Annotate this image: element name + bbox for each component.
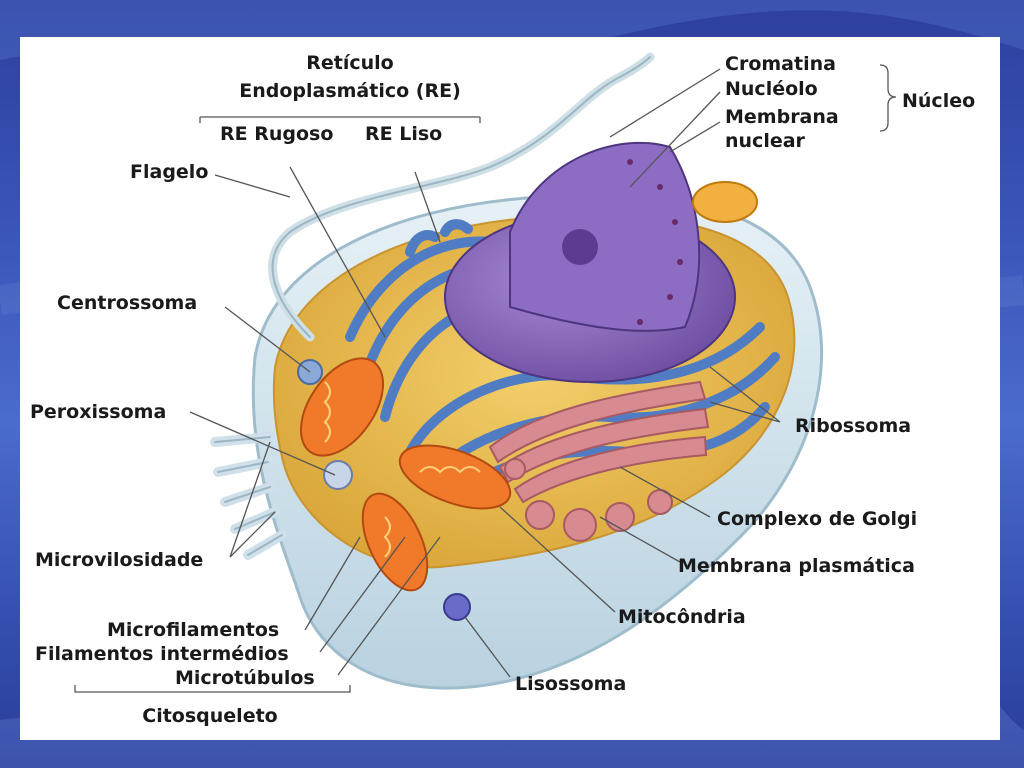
- label-ribossoma: Ribossoma: [795, 415, 912, 437]
- label-reticulo: Retículo: [306, 52, 394, 74]
- label-cromatina: Cromatina: [725, 53, 836, 75]
- label-microtubulos: Microtúbulos: [175, 667, 315, 689]
- cell-diagram: [74, 52, 897, 693]
- label-membrana-plasmatica: Membrana plasmática: [678, 555, 915, 577]
- label-peroxissoma: Peroxissoma: [30, 401, 167, 423]
- nucleolus-shape: [562, 229, 598, 265]
- label-nuclear: nuclear: [725, 130, 805, 152]
- label-flagelo: Flagelo: [130, 161, 209, 183]
- label-filamentos-intermedios: Filamentos intermédios: [35, 643, 289, 665]
- label-membrana: Membrana: [725, 106, 839, 128]
- diagram-panel: Retículo Endoplasmático (RE) RE Rugoso R…: [20, 37, 1000, 740]
- label-lisossoma: Lisossoma: [515, 673, 627, 695]
- label-complexo-golgi: Complexo de Golgi: [717, 508, 918, 530]
- label-nucleolo: Nucléolo: [725, 78, 818, 100]
- label-microfilamentos: Microfilamentos: [107, 619, 280, 641]
- label-microvilosidade: Microvilosidade: [35, 549, 204, 571]
- label-citosqueleto: Citosqueleto: [142, 705, 278, 727]
- label-re-liso: RE Liso: [365, 123, 443, 145]
- mitochondria-shapes: [299, 357, 512, 592]
- label-re-rugoso: RE Rugoso: [220, 123, 334, 145]
- label-nucleo: Núcleo: [902, 90, 976, 112]
- label-endoplasmatico: Endoplasmático (RE): [239, 80, 461, 102]
- lysosome-shape: [443, 593, 471, 621]
- leader-lines: [74, 64, 897, 693]
- label-mitocondria: Mitocôndria: [618, 606, 746, 628]
- peroxisome-shape: [323, 460, 353, 490]
- label-centrossoma: Centrossoma: [57, 292, 198, 314]
- vacuole-shape: [692, 181, 758, 223]
- nucleus-cut-face: [509, 141, 701, 332]
